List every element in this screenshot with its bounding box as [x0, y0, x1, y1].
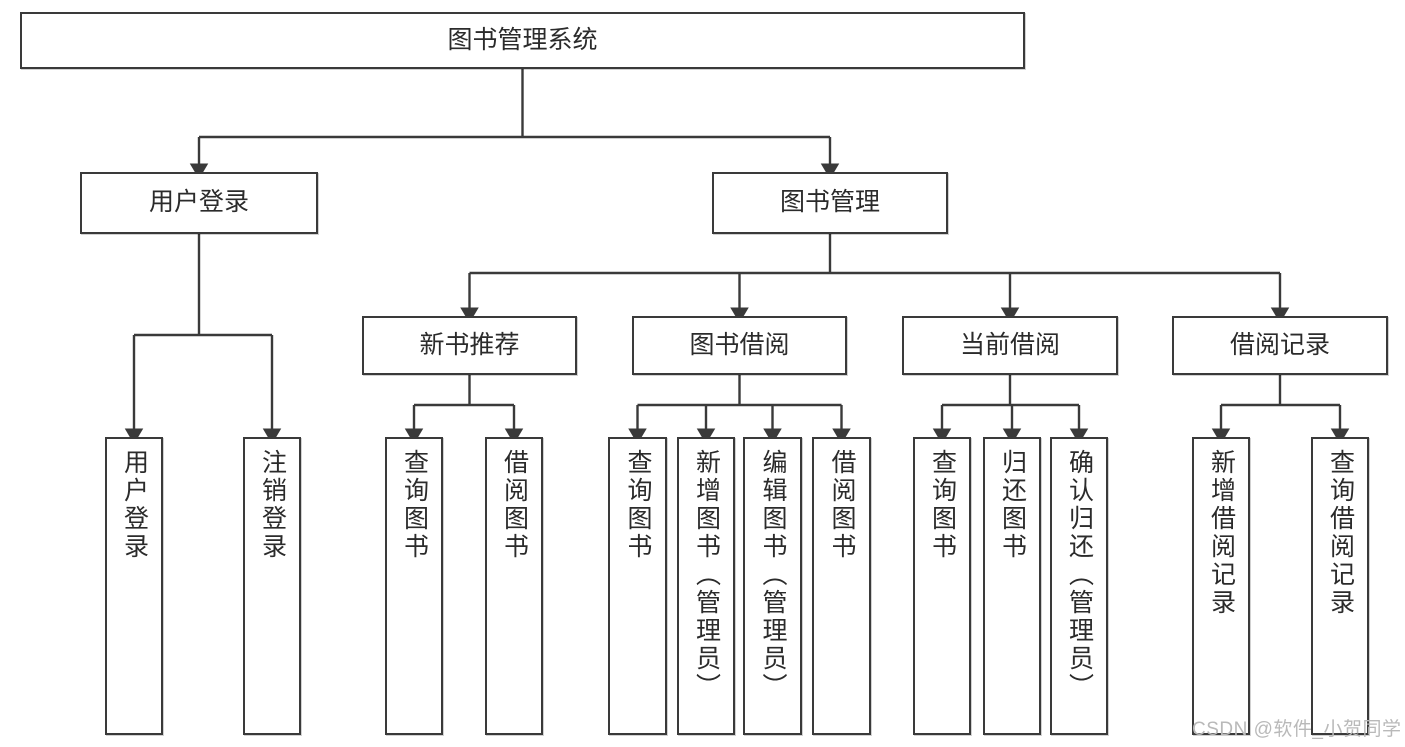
node-n1[interactable]: 查询图书 [385, 437, 443, 735]
node-l1[interactable]: 用户登录 [105, 437, 163, 735]
node-label: 查询图书 [624, 449, 652, 561]
node-newbook[interactable]: 新书推荐 [362, 316, 577, 375]
node-label: 归还图书 [998, 449, 1027, 561]
node-label: 图书借阅 [689, 330, 790, 359]
node-c1[interactable]: 查询图书 [913, 437, 971, 735]
node-label: 借阅图书 [500, 449, 529, 561]
node-label: 借阅记录 [1229, 330, 1330, 359]
node-label: 借阅图书 [828, 449, 856, 561]
node-label: 图书管理系统 [447, 25, 598, 54]
node-c2[interactable]: 归还图书 [983, 437, 1041, 735]
node-n2[interactable]: 借阅图书 [485, 437, 543, 735]
node-label: 查询借阅记录 [1326, 449, 1355, 617]
node-records[interactable]: 借阅记录 [1172, 316, 1388, 375]
node-label: 用户登录 [120, 449, 149, 561]
node-login[interactable]: 用户登录 [80, 172, 318, 234]
node-borrow[interactable]: 图书借阅 [632, 316, 847, 375]
node-label: 图书管理 [779, 188, 880, 217]
node-label: 新增图书（管理员） [692, 449, 721, 701]
node-r2[interactable]: 查询借阅记录 [1311, 437, 1369, 735]
node-b3[interactable]: 编辑图书（管理员） [743, 437, 802, 735]
node-label: 新增借阅记录 [1207, 449, 1236, 617]
node-label: 用户登录 [148, 188, 249, 217]
node-label: 查询图书 [400, 449, 429, 561]
node-root[interactable]: 图书管理系统 [20, 12, 1025, 69]
node-label: 当前借阅 [959, 330, 1060, 359]
node-label: 确认归还（管理员） [1065, 449, 1094, 701]
node-bookmgmt[interactable]: 图书管理 [712, 172, 948, 234]
node-l2[interactable]: 注销登录 [243, 437, 301, 735]
node-current[interactable]: 当前借阅 [902, 316, 1118, 375]
node-r1[interactable]: 新增借阅记录 [1192, 437, 1250, 735]
node-label: 编辑图书（管理员） [759, 449, 787, 701]
node-b2[interactable]: 新增图书（管理员） [677, 437, 735, 735]
node-b4[interactable]: 借阅图书 [812, 437, 871, 735]
node-c3[interactable]: 确认归还（管理员） [1050, 437, 1108, 735]
node-label: 新书推荐 [419, 330, 520, 359]
node-label: 查询图书 [928, 449, 957, 561]
node-b1[interactable]: 查询图书 [608, 437, 667, 735]
node-label: 注销登录 [258, 449, 287, 561]
